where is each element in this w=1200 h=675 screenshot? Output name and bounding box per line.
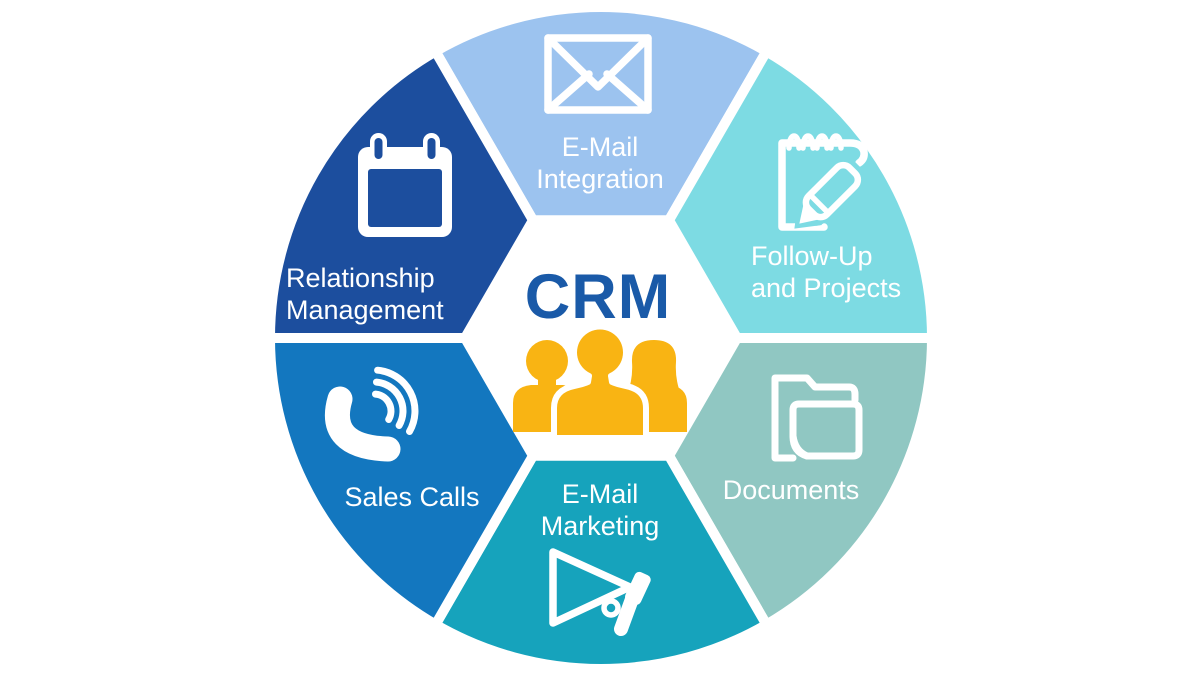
segment-label-line: Integration [536,164,664,194]
phone-icon [324,366,419,462]
crm-title: CRM [525,262,671,332]
calendar-ring-slot [374,138,383,159]
segment-label-line: E-Mail [562,479,639,509]
segment-label-line: Sales Calls [344,482,479,512]
notepad-pencil-icon [778,133,868,231]
calendar-page [368,169,442,227]
segment-relationship-management: Relationship Management [265,46,538,343]
calendar-icon [358,133,452,237]
center-hub: CRM [513,262,687,441]
segment-shape-email-marketing [430,450,772,674]
segment-follow-up-and-projects: Follow-Up and Projects [664,46,937,343]
segment-label-line: Follow-Up [751,241,873,271]
envelope-icon [544,34,652,114]
people-group-icon [513,323,687,441]
calendar-ring-slot [427,138,436,159]
segment-label-line: Documents [723,475,860,505]
segment-documents: Documents [664,333,937,630]
segment-email-integration: E-Mail Integration [430,2,772,226]
segment-label-line: and Projects [751,273,901,303]
megaphone-icon [549,548,651,636]
segment-sales-calls: Sales Calls [265,333,538,630]
segment-label-line: Relationship [286,263,435,293]
segment-label-line: Management [286,295,444,325]
segment-email-marketing: E-Mail Marketing [430,450,772,674]
folder-icon [771,374,863,462]
segment-label-line: Marketing [541,511,660,541]
segment-shape-follow-up-and-projects [664,46,937,343]
segment-label-line: E-Mail [562,132,639,162]
segment-shape-documents [664,333,937,630]
pencil-halo [797,157,866,226]
